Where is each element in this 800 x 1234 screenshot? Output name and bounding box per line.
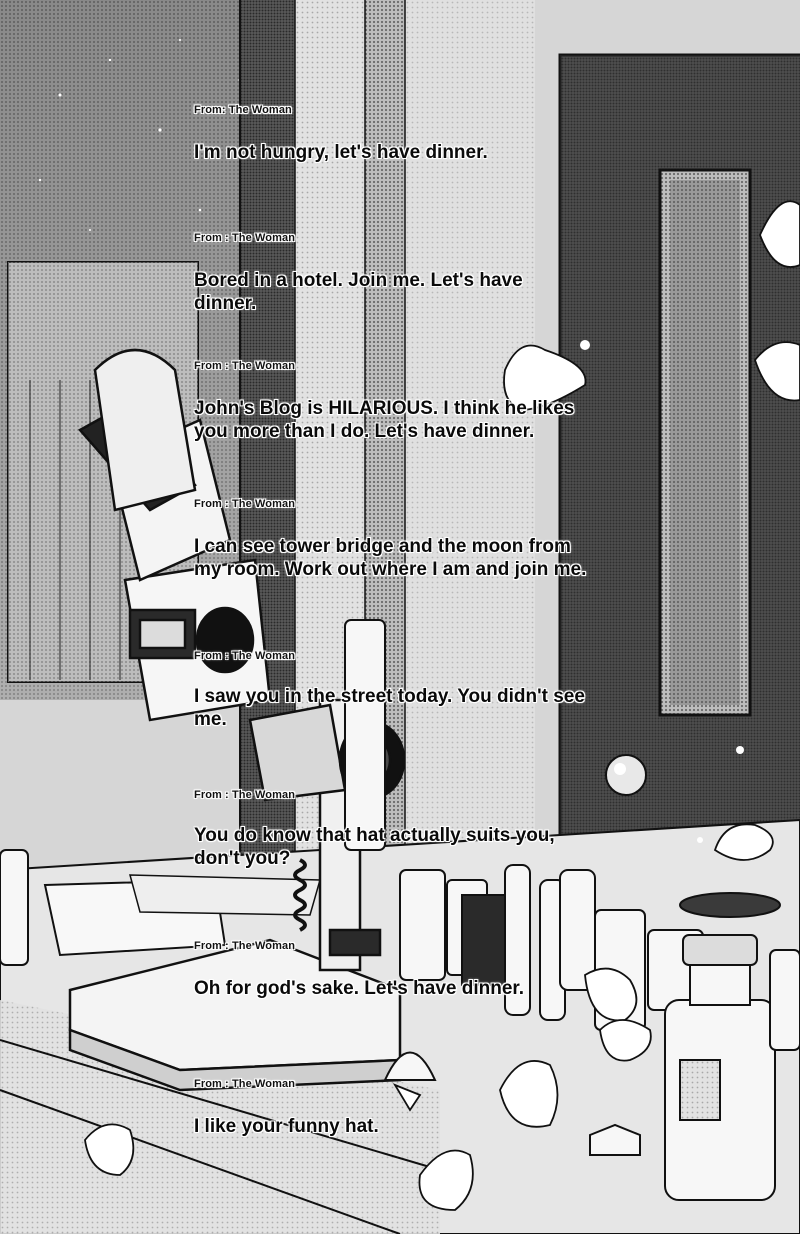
message-2: From : The Woman Bored in a hotel. Join …	[194, 232, 614, 315]
message-6: From : The Woman You do know that hat ac…	[194, 789, 614, 870]
message-8: From : The Woman I like your funny hat.	[194, 1078, 614, 1138]
message-text: John's Blog is HILARIOUS. I think he lik…	[194, 398, 575, 442]
message-sender: From : The Woman	[194, 650, 296, 662]
message-text: You do know that hat actually suits you,…	[194, 825, 555, 869]
message-sender: From : The Woman	[194, 1078, 296, 1090]
message-4: From : The Woman I can see tower bridge …	[194, 498, 614, 581]
message-3: From : The Woman John's Blog is HILARIOU…	[194, 360, 614, 443]
message-sender: From : The Woman	[194, 498, 296, 510]
message-sender: From : The Woman	[194, 940, 296, 952]
message-sender: From: The Woman	[194, 104, 292, 116]
message-sender: From : The Woman	[194, 360, 296, 372]
message-sender: From : The Woman	[194, 789, 296, 801]
message-5: From : The Woman I saw you in the street…	[194, 650, 614, 731]
message-text: I can see tower bridge and the moon from…	[194, 536, 587, 580]
message-text: Bored in a hotel. Join me. Let's have di…	[194, 270, 523, 314]
message-text: I saw you in the street today. You didn'…	[194, 686, 585, 730]
message-1: From: The Woman I'm not hungry, let's ha…	[194, 104, 614, 164]
message-text: I'm not hungry, let's have dinner.	[194, 142, 488, 163]
message-text: I like your funny hat.	[194, 1116, 379, 1137]
message-7: From : The Woman Oh for god's sake. Let'…	[194, 940, 614, 1000]
message-text: Oh for god's sake. Let's have dinner.	[194, 978, 525, 999]
message-sender: From : The Woman	[194, 232, 296, 244]
